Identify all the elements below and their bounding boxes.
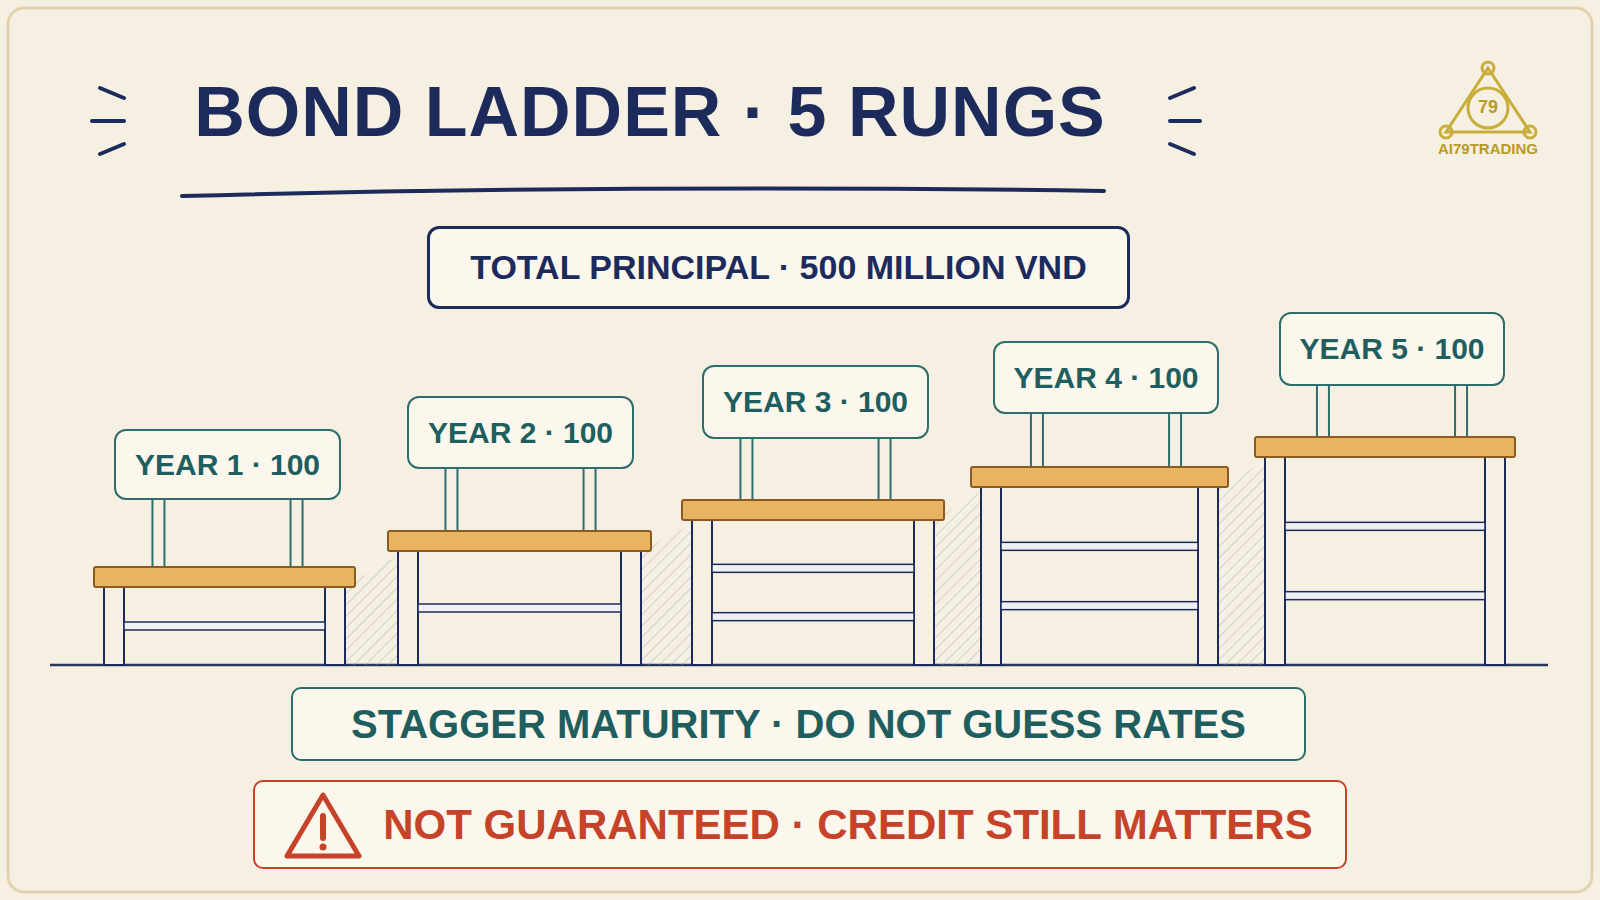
sign-post: [291, 496, 303, 567]
box-text: TOTAL PRINCIPAL · 500 MILLION VND: [470, 248, 1086, 287]
principle-box: STAGGER MATURITY · DO NOT GUESS RATES: [291, 687, 1306, 761]
box-text: YEAR 2 · 100: [428, 416, 613, 450]
sign-post: [1169, 410, 1181, 467]
sign-post: [152, 496, 164, 567]
page-frame: [8, 8, 1592, 892]
box-text: YEAR 4 · 100: [1013, 361, 1198, 395]
platform-leg: [1198, 487, 1218, 665]
logo-number: 79: [1478, 97, 1498, 118]
rung-sign: YEAR 1 · 100: [114, 429, 340, 500]
sign-post: [740, 435, 752, 500]
rung-sign: YEAR 3 · 100: [702, 365, 928, 439]
warning-box: NOT GUARANTEED · CREDIT STILL MATTERS: [253, 780, 1347, 869]
cross-bar: [418, 604, 621, 612]
platform-leg: [692, 520, 712, 665]
platform-plank: [388, 531, 651, 551]
box-text: YEAR 3 · 100: [723, 385, 908, 419]
platform-plank: [682, 500, 944, 520]
platform-leg: [398, 551, 418, 665]
cross-bar: [124, 622, 325, 630]
ground-line: [50, 664, 1548, 667]
box-text: YEAR 5 · 100: [1299, 332, 1484, 366]
platform-leg: [104, 587, 124, 665]
logo-wordmark: AI79TRADING: [1438, 140, 1538, 157]
logo-mark: [1440, 62, 1536, 138]
platform-leg: [1265, 457, 1285, 665]
platform-leg: [621, 551, 641, 665]
principal-box: TOTAL PRINCIPAL · 500 MILLION VND: [427, 226, 1130, 309]
cross-bar: [712, 613, 914, 621]
platform-plank: [94, 567, 355, 587]
platform-leg: [325, 587, 345, 665]
sign-post: [879, 435, 891, 500]
cross-bar: [712, 564, 914, 572]
title: BOND LADDER · 5 RUNGS: [140, 72, 1160, 152]
warning-icon: [283, 790, 363, 860]
platform-leg: [1485, 457, 1505, 665]
platform-leg: [981, 487, 1001, 665]
cross-bar: [1285, 592, 1485, 600]
sign-post: [1317, 382, 1329, 437]
title-underline: [182, 188, 1104, 196]
platform-plank: [1255, 437, 1515, 457]
sign-post: [1455, 382, 1467, 437]
cross-bar: [1001, 602, 1198, 610]
box-text: YEAR 1 · 100: [135, 448, 320, 482]
rung-sign: YEAR 2 · 100: [407, 396, 633, 469]
cross-bar: [1001, 542, 1198, 550]
box-text: NOT GUARANTEED · CREDIT STILL MATTERS: [383, 801, 1312, 849]
box-text: STAGGER MATURITY · DO NOT GUESS RATES: [351, 702, 1246, 747]
sign-post: [584, 465, 596, 531]
sign-post: [445, 465, 457, 531]
rung-sign: YEAR 4 · 100: [993, 341, 1219, 414]
rung-sign: YEAR 5 · 100: [1279, 312, 1505, 386]
platform-leg: [914, 520, 934, 665]
platform-plank: [971, 467, 1228, 487]
cross-bar: [1285, 522, 1485, 530]
ramp-hatch: [1214, 459, 1269, 665]
sign-post: [1031, 410, 1043, 467]
